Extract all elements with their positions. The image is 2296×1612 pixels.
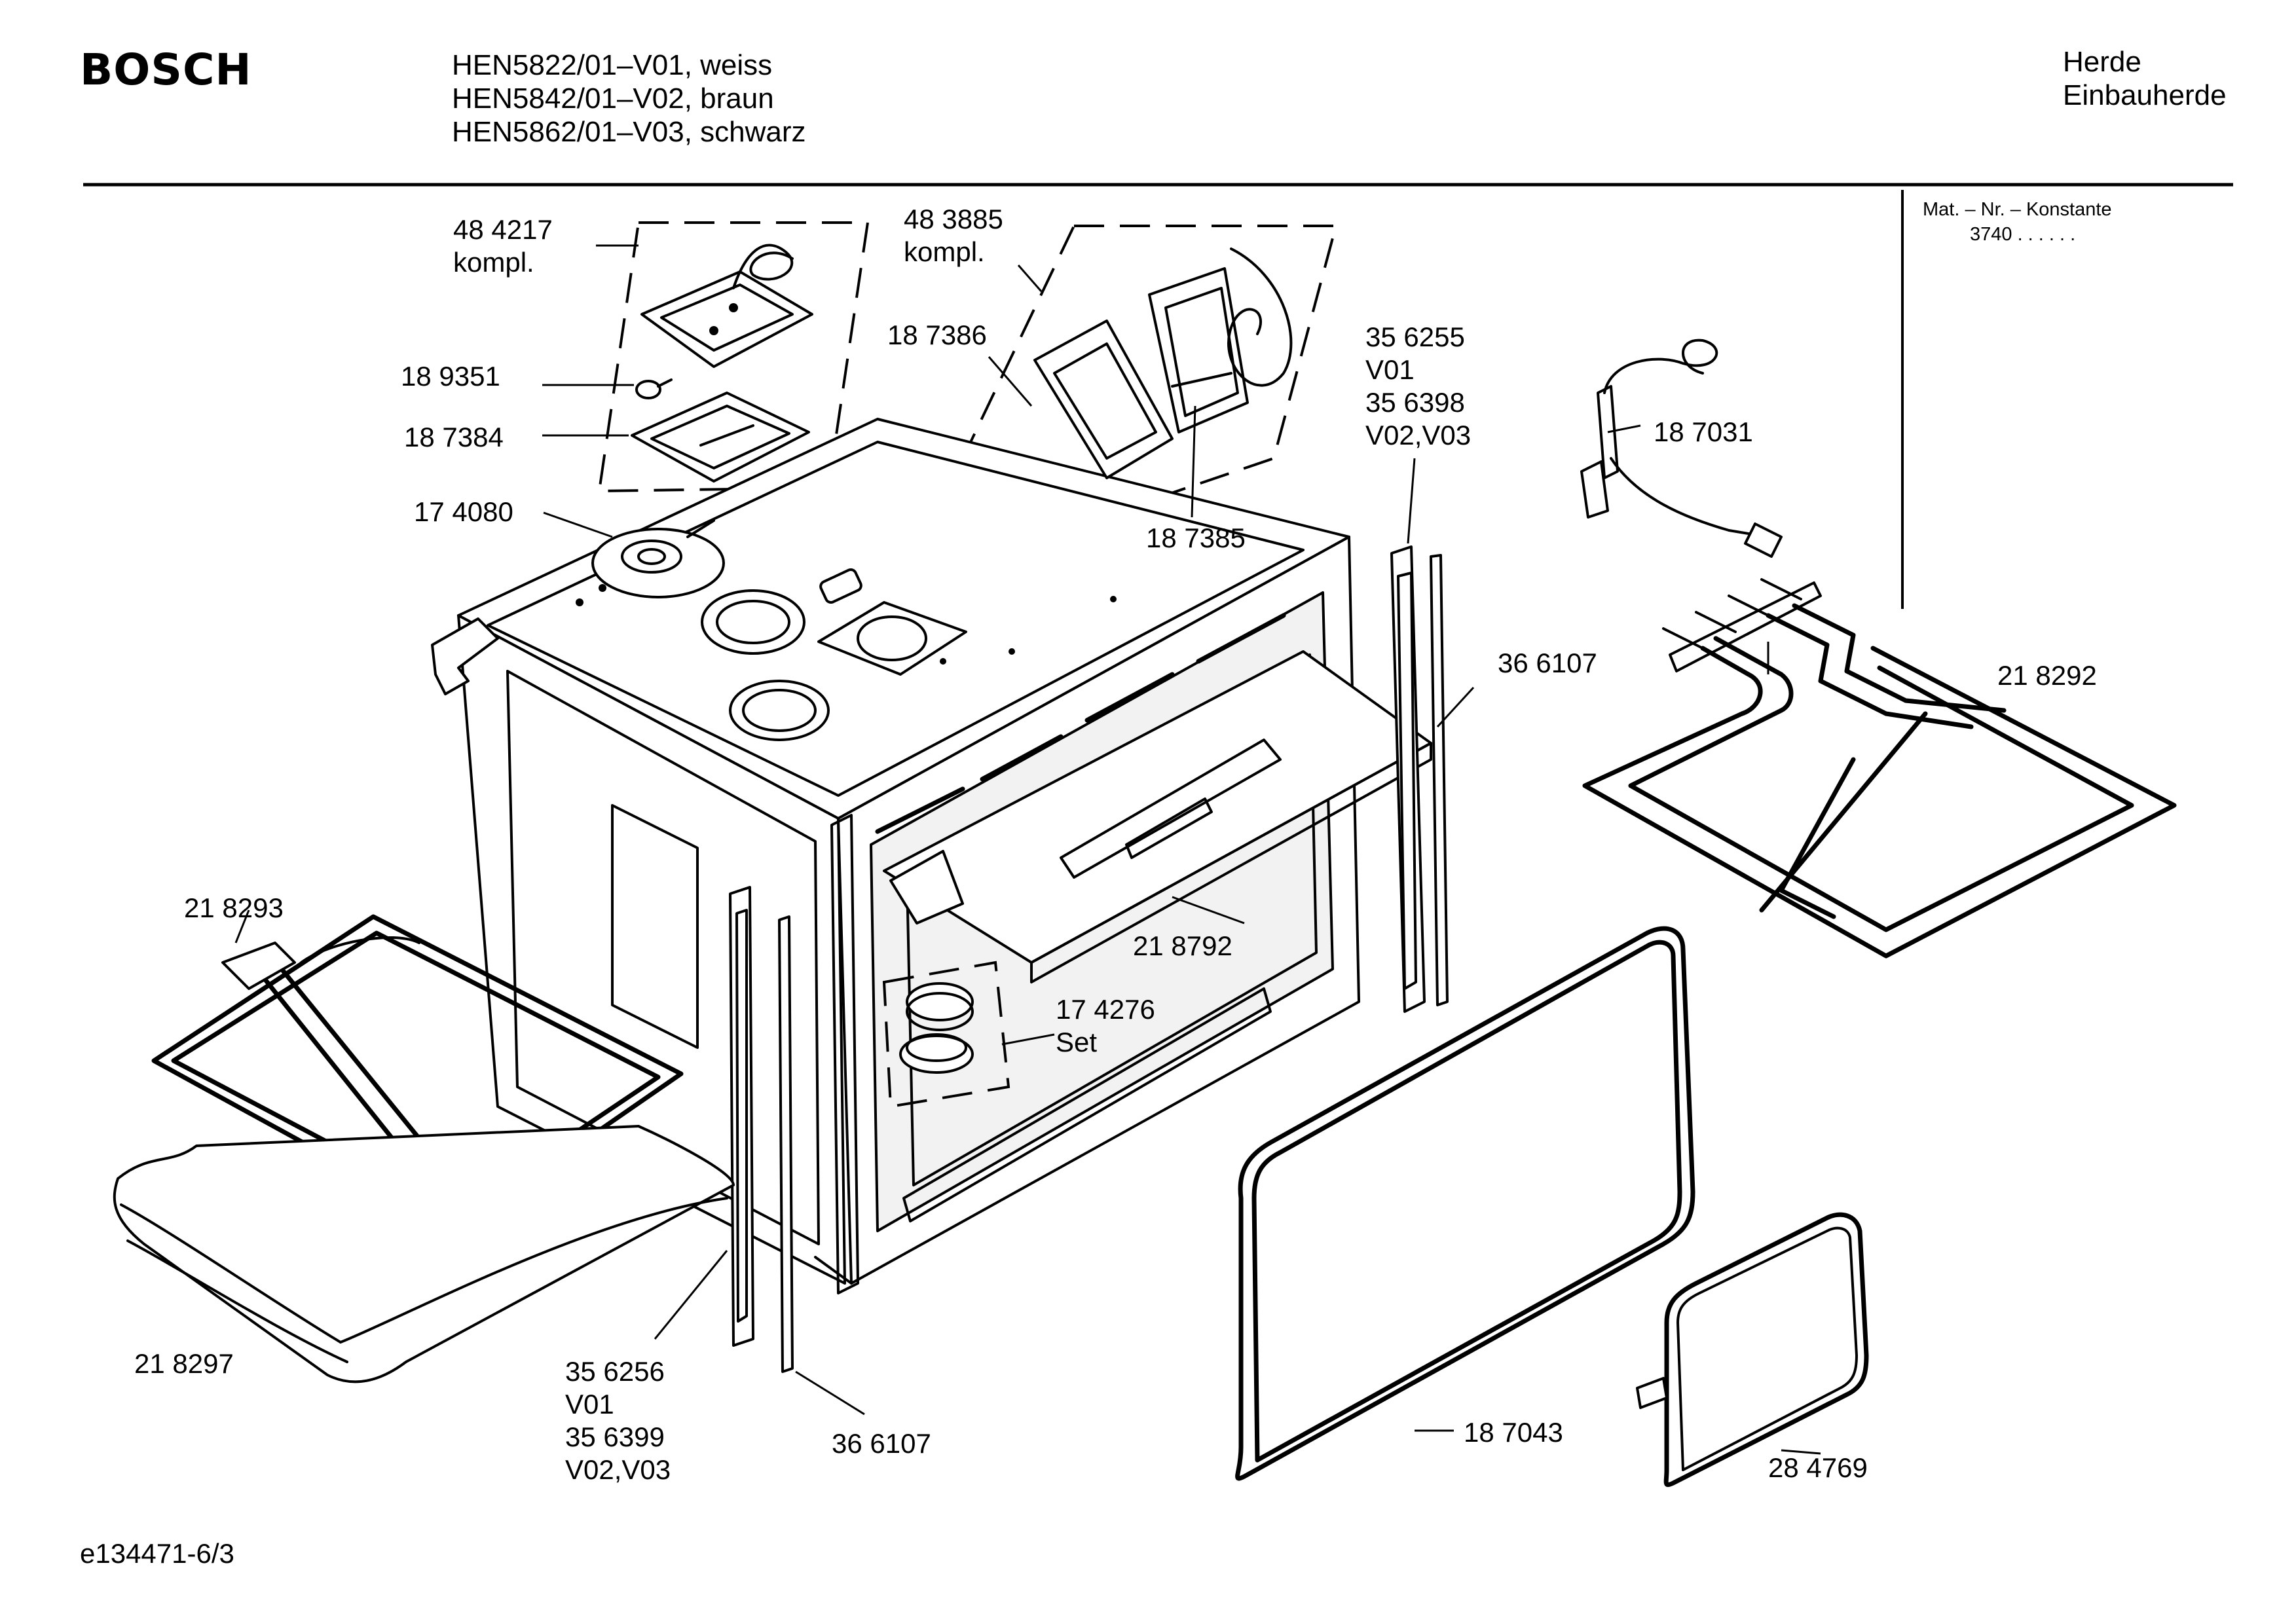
callout-line: 18 7043 [1464, 1417, 1563, 1448]
callout-218293: 21 8293 [184, 892, 284, 925]
callout-187031: 18 7031 [1654, 416, 1753, 449]
part-187031-sensor [1580, 339, 1783, 558]
callout-174080: 17 4080 [414, 496, 513, 528]
callout-284769: 28 4769 [1768, 1452, 1868, 1484]
callout-174276: 17 4276 Set [1056, 993, 1155, 1059]
callout-187386: 18 7386 [887, 319, 987, 352]
category-line: Einbauherde [2063, 79, 2227, 111]
callout-356255: 35 6255 V01 35 6398 V02,V03 [1365, 321, 1471, 452]
callout-line: 35 6399 [565, 1421, 665, 1452]
part-218297-insulation [113, 1125, 735, 1383]
callout-line: 21 8297 [134, 1348, 234, 1379]
callout-line: 18 7386 [887, 320, 987, 350]
callout-218292: 21 8292 [1997, 659, 2097, 692]
callout-366107-right: 36 6107 [1498, 647, 1597, 680]
callout-line: 35 6398 [1365, 387, 1465, 418]
model-list: HEN5822/01–V01, weiss HEN5842/01–V02, br… [452, 48, 806, 149]
part-218292-grill-element [1582, 578, 2177, 959]
callout-line: 48 3885 [904, 204, 1003, 234]
part-218792-cover [883, 650, 1432, 983]
callout-line: 36 6107 [1498, 648, 1597, 678]
part-356255-rail [1390, 545, 1426, 1013]
callout-187385: 18 7385 [1146, 522, 1246, 555]
callout-356256: 35 6256 V01 35 6399 V02,V03 [565, 1355, 671, 1486]
model-line: HEN5862/01–V03, schwarz [452, 116, 806, 148]
callout-line: 35 6256 [565, 1356, 665, 1387]
callout-line: 21 8292 [1997, 660, 2097, 691]
callout-line: V01 [565, 1389, 614, 1420]
callout-line: Set [1056, 1027, 1098, 1057]
model-line: HEN5842/01–V02, braun [452, 82, 774, 115]
callout-line: V02,V03 [565, 1454, 671, 1485]
callout-line: 21 8293 [184, 892, 284, 923]
part-174080-fan [591, 519, 725, 598]
callout-484217: 48 4217 kompl. [453, 213, 553, 279]
drawing-id: e134471-6/3 [80, 1538, 234, 1569]
callout-line: 17 4276 [1056, 994, 1155, 1025]
group-outline-483885 [964, 225, 1338, 519]
callout-line: 18 7384 [404, 422, 504, 452]
callout-366107-left: 36 6107 [832, 1427, 931, 1460]
part-483885-assembly [1033, 247, 1293, 479]
brand-logo: BOSCH [80, 45, 252, 95]
callout-line: V02,V03 [1365, 420, 1472, 450]
group-outline-484217 [597, 221, 870, 493]
callout-line: 17 4080 [414, 496, 513, 527]
part-356256-rail [729, 886, 754, 1347]
part-366107-gasket-left [778, 915, 794, 1373]
callout-line: V01 [1365, 354, 1415, 385]
part-174276-lamp-set [882, 961, 1010, 1108]
callout-line: 48 4217 [453, 214, 553, 245]
callout-line: 28 4769 [1768, 1452, 1868, 1483]
callout-483885: 48 3885 kompl. [904, 203, 1003, 268]
callout-line: 18 7031 [1654, 416, 1753, 447]
part-187043-door-gasket [1235, 926, 1695, 1481]
category-line: Herde [2063, 46, 2141, 78]
callout-line: 18 7385 [1146, 522, 1246, 553]
callout-187043: 18 7043 [1464, 1416, 1563, 1449]
model-line: HEN5822/01–V01, weiss [452, 49, 773, 81]
callout-187384: 18 7384 [404, 421, 504, 454]
constant-value: 3740 . . . . . . [1970, 224, 2076, 245]
callout-line: 18 9351 [401, 361, 500, 392]
part-284769-oven-light-gasket [1636, 1212, 1869, 1488]
callout-line: kompl. [453, 247, 534, 278]
callout-line: kompl. [904, 236, 985, 267]
callout-218792: 21 8792 [1133, 930, 1232, 962]
callout-line: 35 6255 [1365, 321, 1465, 352]
callout-189351: 18 9351 [401, 360, 500, 393]
constant-label: Mat. – Nr. – Konstante [1923, 199, 2112, 220]
callout-line: 36 6107 [832, 1428, 931, 1459]
part-484217-assembly [631, 244, 813, 483]
callout-218297: 21 8297 [134, 1347, 234, 1380]
callout-line: 21 8792 [1133, 930, 1232, 961]
appliance-category: Herde Einbauherde [2063, 45, 2227, 112]
part-366107-gasket-right [1430, 554, 1449, 1006]
